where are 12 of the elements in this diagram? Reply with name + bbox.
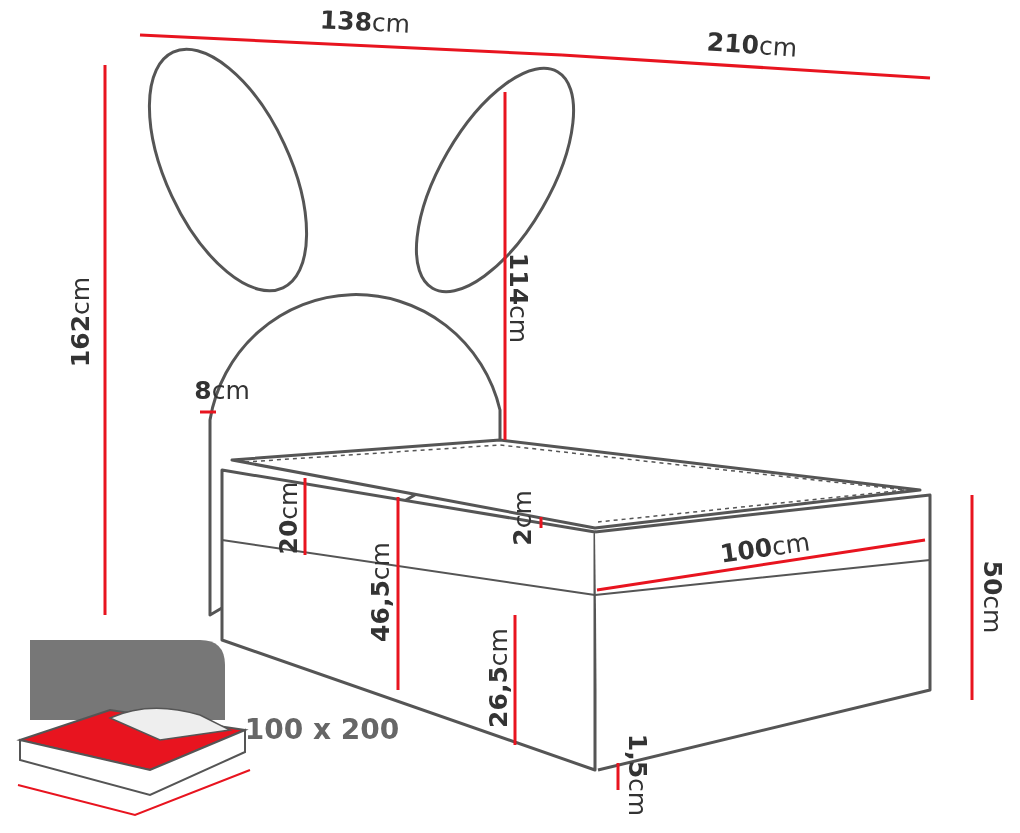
dimension-label: 50cm [979, 560, 1005, 634]
dimension-label: 100 x 200 [244, 716, 400, 744]
dimension-label: 2cm [509, 490, 535, 546]
dimension-label: 210cm [706, 29, 798, 61]
dimension-label: 100cm [718, 529, 812, 567]
dimension-label: 138cm [319, 7, 411, 37]
dimension-label: 114cm [505, 252, 531, 344]
dimension-label: 46,5cm [367, 542, 393, 642]
dimension-label: 20cm [275, 481, 301, 555]
dimension-label: 26,5cm [485, 628, 511, 728]
dimension-label: 162cm [67, 276, 93, 368]
dimension-label: 1,5cm [624, 733, 650, 817]
